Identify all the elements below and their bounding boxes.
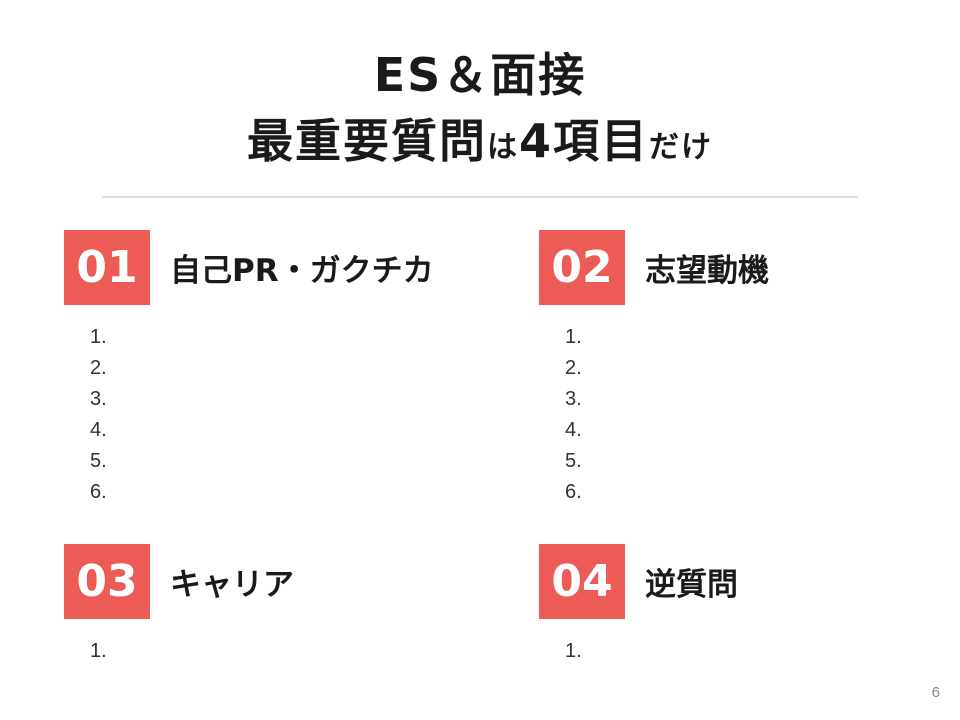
list-item: 2. bbox=[565, 357, 582, 379]
section-number-badge: 01 bbox=[64, 230, 150, 305]
title-particle: は bbox=[486, 130, 519, 165]
section-heading: 志望動機 bbox=[645, 253, 769, 289]
list-item: 2. bbox=[90, 357, 107, 379]
section-list: 1. bbox=[90, 636, 107, 667]
section-heading: キャリア bbox=[170, 567, 294, 603]
list-item: 4. bbox=[90, 419, 107, 441]
list-item: 1. bbox=[565, 640, 582, 662]
list-item: 1. bbox=[90, 326, 107, 348]
list-item: 3. bbox=[90, 388, 107, 410]
section-list: 1. 2. 3. 4. 5. 6. bbox=[565, 322, 582, 508]
list-item: 1. bbox=[565, 326, 582, 348]
section-01: 01 自己PR・ガクチカ 1. 2. 3. 4. 5. 6. bbox=[64, 230, 484, 510]
section-04: 04 逆質問 1. bbox=[539, 544, 939, 674]
list-item: 6. bbox=[565, 481, 582, 503]
section-number-badge: 04 bbox=[539, 544, 625, 619]
list-item: 4. bbox=[565, 419, 582, 441]
title-count: 4項目 bbox=[518, 114, 649, 168]
section-02: 02 志望動機 1. 2. 3. 4. 5. 6. bbox=[539, 230, 939, 510]
section-list: 1. bbox=[565, 636, 582, 667]
list-item: 5. bbox=[565, 450, 582, 472]
title-tail: だけ bbox=[649, 130, 713, 165]
list-item: 1. bbox=[90, 640, 107, 662]
section-number-badge: 03 bbox=[64, 544, 150, 619]
title-main: 最重要質問 bbox=[246, 114, 487, 168]
section-heading: 自己PR・ガクチカ bbox=[170, 253, 434, 289]
title-divider bbox=[102, 196, 858, 198]
section-number-badge: 02 bbox=[539, 230, 625, 305]
page-number: 6 bbox=[931, 684, 940, 701]
slide-title-line1: ES＆面接 bbox=[373, 48, 587, 102]
list-item: 6. bbox=[90, 481, 107, 503]
list-item: 5. bbox=[90, 450, 107, 472]
section-heading: 逆質問 bbox=[645, 567, 738, 603]
list-item: 3. bbox=[565, 388, 582, 410]
section-list: 1. 2. 3. 4. 5. 6. bbox=[90, 322, 107, 508]
slide-title-line2: 最重要質問は4項目だけ bbox=[0, 110, 960, 179]
section-03: 03 キャリア 1. bbox=[64, 544, 484, 674]
